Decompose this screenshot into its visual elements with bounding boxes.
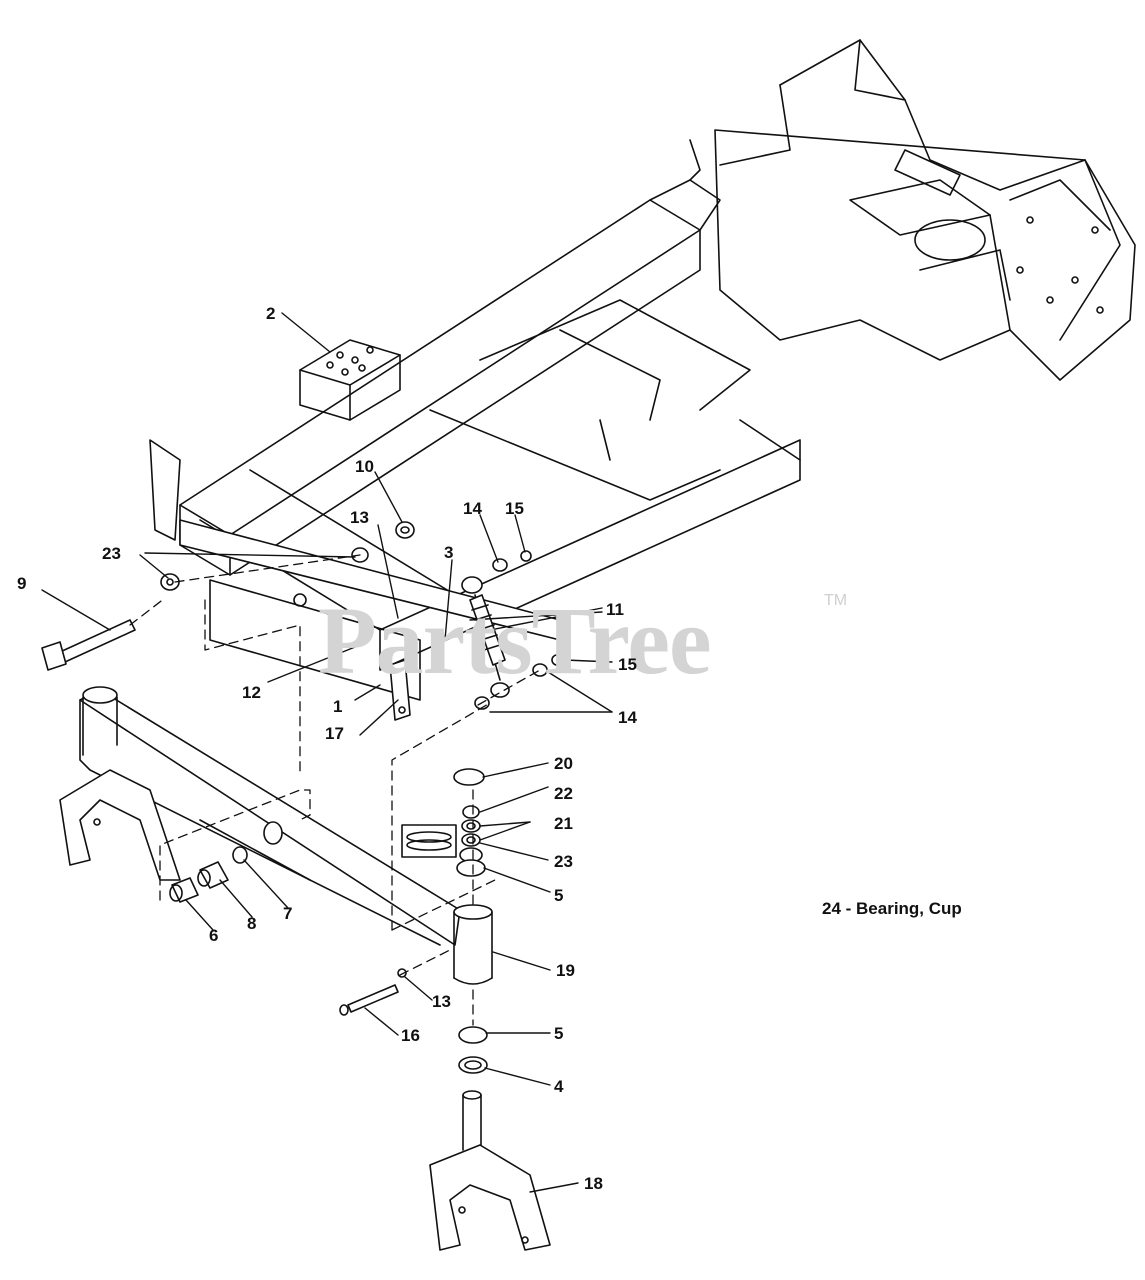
callout-12: 12 (242, 683, 261, 702)
callout-13: 13 (350, 508, 369, 527)
callout-18: 18 (584, 1174, 603, 1193)
callout-9: 9 (17, 574, 27, 593)
callout-3: 3 (444, 543, 454, 562)
callout-14: 14 (463, 499, 482, 518)
part-16-bolt (340, 969, 406, 1015)
callout-1: 1 (333, 697, 343, 716)
part-10-nut (396, 522, 414, 538)
part-9-bolt (42, 620, 135, 670)
callout-13-lower: 13 (432, 992, 451, 1011)
callout-6: 6 (209, 926, 219, 945)
front-cross-member (150, 440, 560, 700)
watermark-tm: TM (824, 592, 848, 609)
part-19-spindle-housing (454, 905, 492, 984)
part-18-caster-fork (430, 1091, 550, 1250)
callout-22: 22 (554, 784, 573, 803)
part-2-bracket (300, 340, 400, 420)
callout-16: 16 (401, 1026, 420, 1045)
callout-23-lower: 23 (554, 852, 573, 871)
callout-2: 2 (266, 304, 276, 323)
callout-8: 8 (247, 914, 257, 933)
callout-20: 20 (554, 754, 573, 773)
callout-11: 11 (606, 600, 624, 619)
callout-10: 10 (355, 457, 374, 476)
bearing-cup-note: 24 - Bearing, Cup (822, 899, 962, 918)
parts-6-7-8-bushings (170, 847, 247, 902)
callout-4: 4 (554, 1077, 564, 1096)
part-17-plate (390, 660, 410, 720)
callout-23: 23 (102, 544, 121, 563)
callout-5: 5 (554, 886, 564, 905)
bearing-stack (402, 769, 487, 1073)
callout-14-lower: 14 (618, 708, 637, 727)
front-axle-assembly (60, 687, 460, 945)
callout-17: 17 (325, 724, 344, 743)
callout-7: 7 (283, 904, 293, 923)
callout-15-lower: 15 (618, 655, 637, 674)
watermark-text: PartsTree (318, 587, 712, 694)
callout-19: 19 (556, 961, 575, 980)
assembly-dashed-lines (130, 555, 540, 1025)
frame-rear-section (715, 40, 1135, 380)
callout-leader-lines (42, 313, 612, 1192)
callout-21: 21 (554, 814, 573, 833)
callout-5-lower: 5 (554, 1024, 564, 1043)
callout-15: 15 (505, 499, 524, 518)
